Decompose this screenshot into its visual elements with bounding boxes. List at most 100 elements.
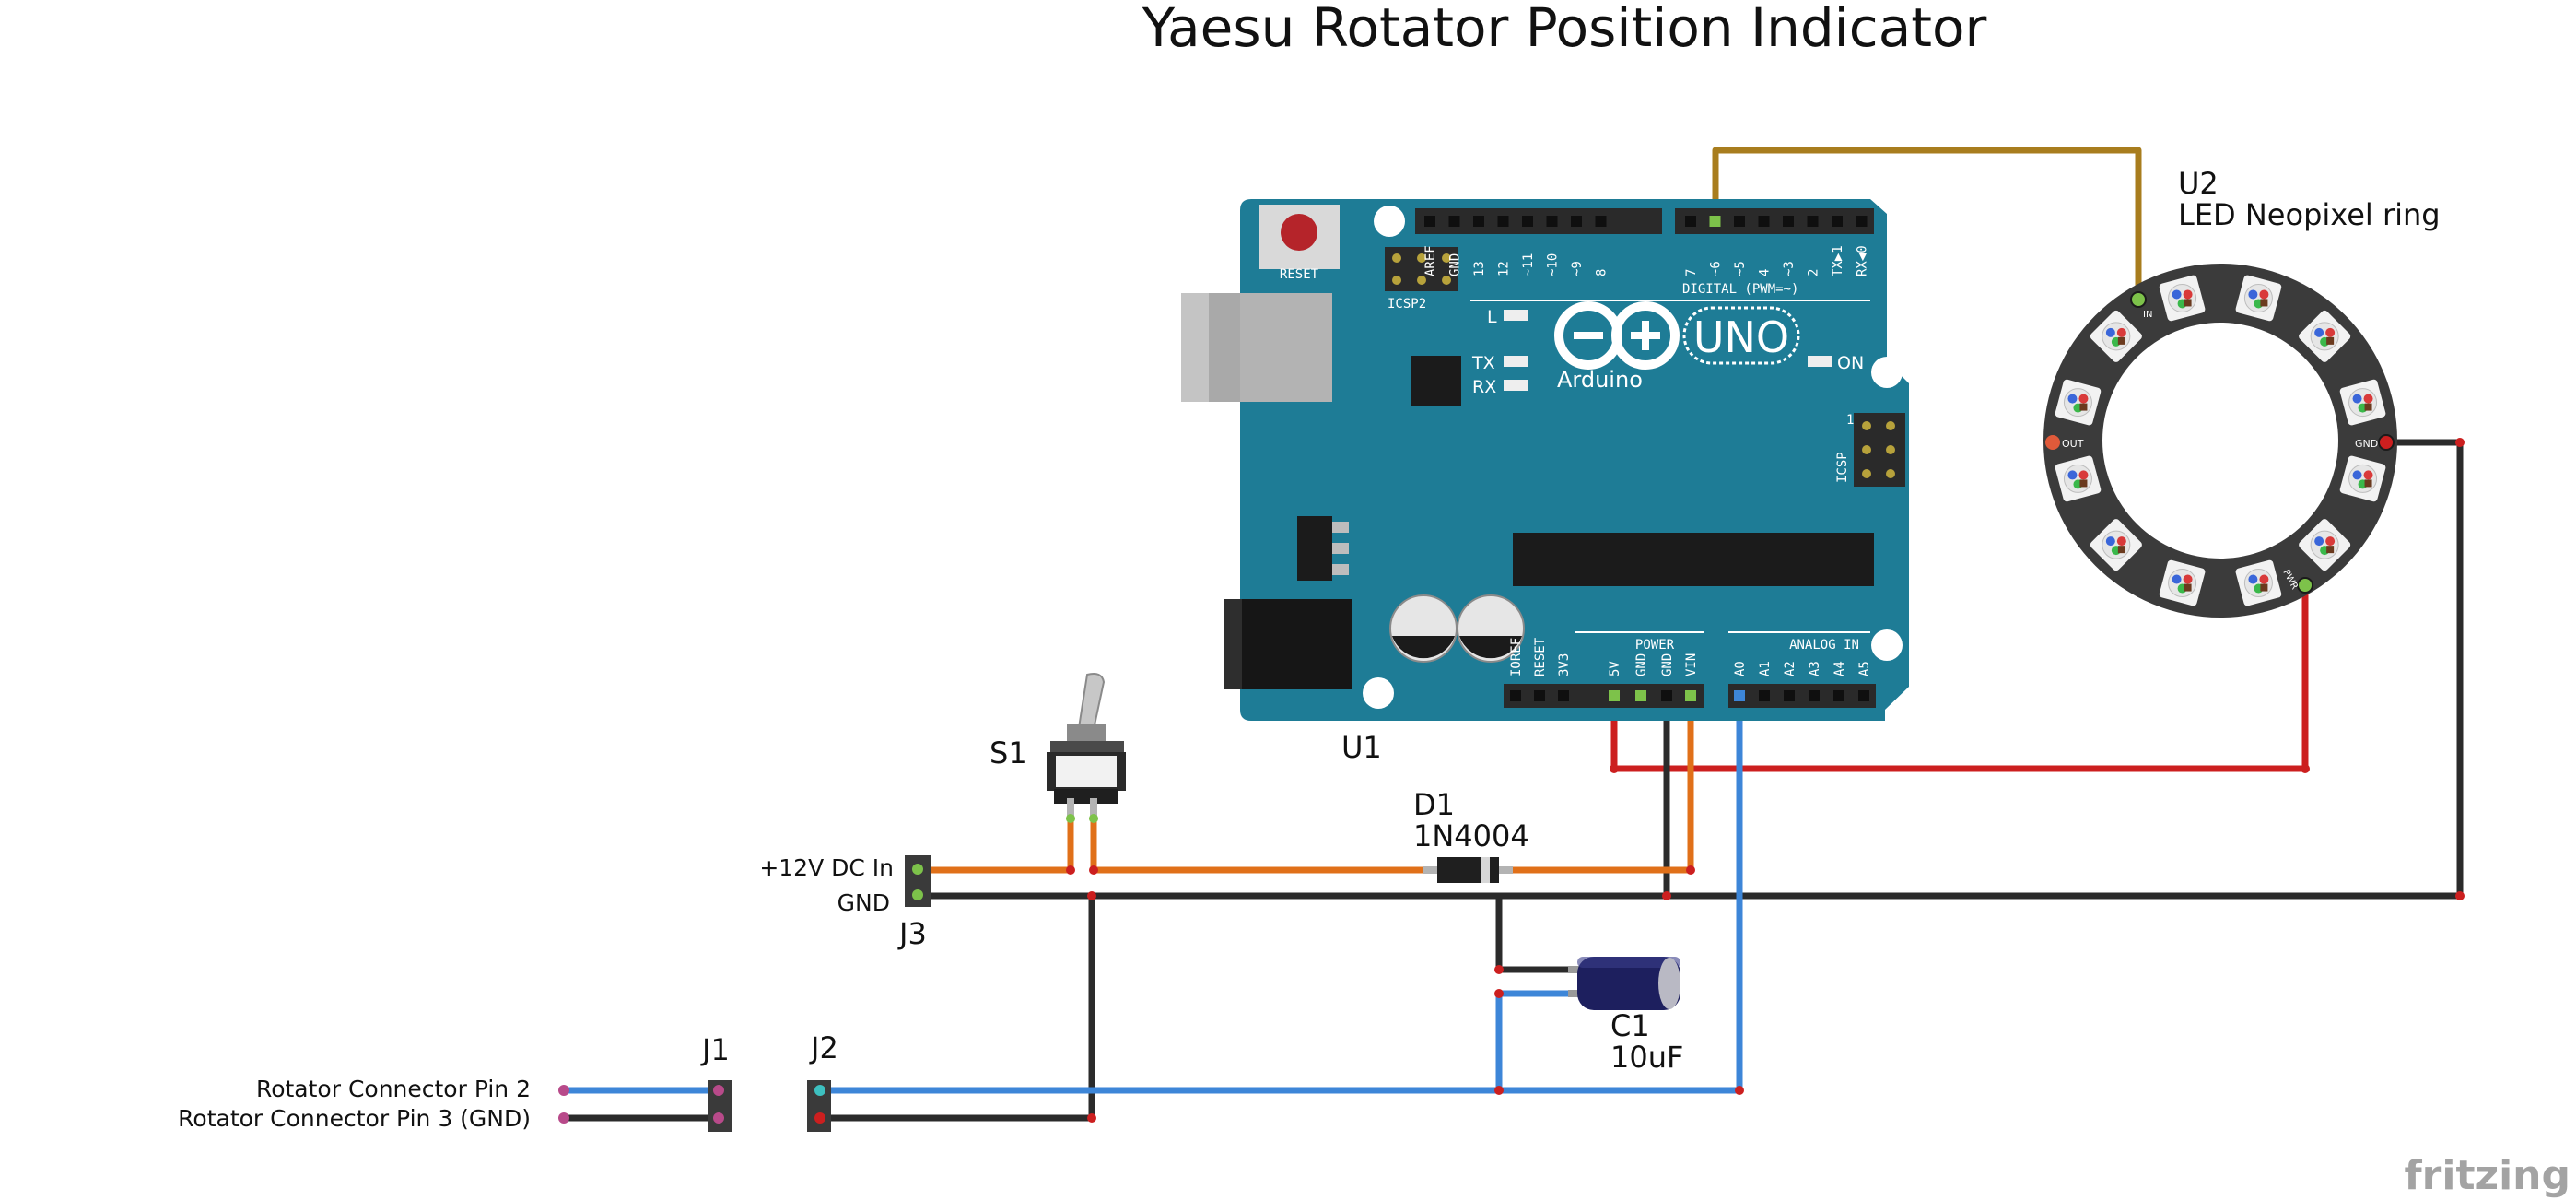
header-pin bbox=[1833, 690, 1844, 701]
header-pin bbox=[1734, 690, 1745, 701]
header-pin bbox=[1609, 690, 1620, 701]
header-pin bbox=[1558, 690, 1569, 701]
c1-ref: C1 bbox=[1610, 1008, 1650, 1043]
analog-pin-label: A2 bbox=[1783, 661, 1797, 676]
top-pin-label: 2 bbox=[1807, 269, 1821, 276]
analog-label: ANALOG IN bbox=[1789, 638, 1859, 653]
header-pin bbox=[1758, 216, 1770, 227]
led-on-label: ON bbox=[1837, 353, 1864, 373]
header-top-right bbox=[1675, 208, 1874, 234]
onboard-capacitors bbox=[1389, 594, 1525, 663]
header-pin bbox=[1635, 690, 1646, 701]
header-power bbox=[1504, 684, 1704, 708]
top-pin-label: AREF bbox=[1423, 245, 1438, 276]
top-pin-label: RX◀0 bbox=[1856, 245, 1870, 276]
analog-pin-label: A3 bbox=[1808, 661, 1822, 676]
ring-pin-gnd bbox=[2378, 434, 2395, 451]
header-analog bbox=[1728, 684, 1876, 708]
led-l bbox=[1504, 310, 1528, 321]
top-pin-label: ~6 bbox=[1709, 261, 1724, 276]
mounting-hole bbox=[1363, 677, 1394, 709]
led-rx bbox=[1504, 380, 1528, 391]
header-pin bbox=[1571, 216, 1582, 227]
wire-switch-to-diode bbox=[1090, 816, 1423, 874]
top-pin-label: 13 bbox=[1472, 261, 1487, 276]
power-pin-label: GND bbox=[1634, 653, 1649, 676]
top-pin-label: ~10 bbox=[1546, 253, 1561, 276]
header-pin bbox=[1709, 216, 1721, 227]
wire-cap-gnd bbox=[1495, 896, 1571, 973]
wire-ring-gnd bbox=[2386, 439, 2464, 896]
power-pin-label: 3V3 bbox=[1557, 653, 1572, 676]
capacitor-c1 bbox=[1568, 957, 1680, 1010]
header-pin bbox=[1522, 216, 1533, 227]
header-pin bbox=[1546, 216, 1558, 227]
power-pin-label: VIN bbox=[1684, 653, 1699, 676]
icsp-header bbox=[1854, 413, 1905, 487]
top-pin-label: TX▶1 bbox=[1831, 245, 1845, 276]
atmega-chip bbox=[1513, 533, 1874, 586]
led-tx-label: TX bbox=[1471, 353, 1495, 373]
header-pin bbox=[1784, 690, 1795, 701]
top-pin-label: 7 bbox=[1684, 269, 1699, 276]
header-pin bbox=[1510, 690, 1521, 701]
j3-pin2-label: GND bbox=[837, 889, 890, 916]
top-pin-label: 4 bbox=[1758, 269, 1773, 276]
power-label: POWER bbox=[1635, 638, 1675, 653]
u1-ref: U1 bbox=[1341, 730, 1382, 765]
d1-value: 1N4004 bbox=[1413, 818, 1529, 853]
top-pin-label: 12 bbox=[1497, 261, 1512, 276]
neopixel-led bbox=[2159, 275, 2206, 322]
wire-12v-to-switch bbox=[918, 816, 1074, 874]
j3-pin1-label: +12V DC In bbox=[759, 854, 894, 881]
logo-arduino: Arduino bbox=[1557, 367, 1643, 393]
neopixel-led bbox=[2055, 455, 2102, 502]
usb-chip bbox=[1411, 356, 1461, 406]
icsp2-header bbox=[1385, 247, 1458, 291]
s1-ref: S1 bbox=[989, 735, 1027, 771]
icsp2-label: ICSP2 bbox=[1388, 297, 1426, 312]
header-pin bbox=[1759, 690, 1770, 701]
mounting-hole bbox=[1871, 629, 1903, 661]
c1-value: 10uF bbox=[1610, 1040, 1683, 1075]
digital-label: DIGITAL (PWM=~) bbox=[1682, 282, 1798, 297]
wire-gnd-to-j2 bbox=[820, 896, 1095, 1122]
arduino-board bbox=[1240, 199, 1909, 721]
header-pin bbox=[1734, 216, 1745, 227]
ring-out-label: OUT bbox=[2062, 438, 2084, 450]
diode-d1 bbox=[1423, 857, 1513, 883]
top-pin-label: 8 bbox=[1595, 269, 1610, 276]
neopixel-led bbox=[2339, 379, 2386, 426]
arduino-logo: UNO Arduino bbox=[1554, 301, 1800, 393]
top-pin-label: ~3 bbox=[1782, 261, 1797, 276]
power-pin-label: IOREF bbox=[1509, 638, 1524, 676]
neopixel-led bbox=[2339, 455, 2386, 502]
mounting-hole bbox=[1871, 357, 1903, 388]
analog-pin-label: A4 bbox=[1832, 661, 1847, 676]
header-pin bbox=[1534, 690, 1545, 701]
analog-pin-label: A1 bbox=[1758, 661, 1773, 676]
u2-name: LED Neopixel ring bbox=[2178, 197, 2441, 232]
top-pin-label: GND bbox=[1448, 253, 1463, 276]
u2-ref: U2 bbox=[2178, 166, 2219, 201]
top-pin-label: ~11 bbox=[1521, 253, 1536, 276]
header-pin bbox=[1473, 216, 1484, 227]
header-pin bbox=[1807, 216, 1819, 227]
j1-pin2-label: Rotator Connector Pin 3 (GND) bbox=[178, 1105, 531, 1132]
neopixel-led bbox=[2235, 275, 2282, 322]
header-pin bbox=[1858, 690, 1869, 701]
ring-gnd-label: GND bbox=[2355, 438, 2378, 450]
toggle-switch-s1 bbox=[1047, 673, 1126, 823]
power-pin-label: RESET bbox=[1533, 637, 1548, 676]
dc-power-jack bbox=[1224, 599, 1352, 689]
wire-joints bbox=[558, 438, 2465, 1124]
d1-ref: D1 bbox=[1413, 787, 1455, 822]
neopixel-led bbox=[2235, 559, 2282, 606]
power-pin-label: GND bbox=[1660, 653, 1675, 676]
header-pin bbox=[1685, 690, 1696, 701]
ring-in-label: IN bbox=[2143, 310, 2152, 320]
voltage-regulator bbox=[1297, 516, 1349, 581]
neopixel-led bbox=[2055, 379, 2102, 426]
j2-ref: J2 bbox=[809, 1030, 838, 1065]
header-pin bbox=[1809, 690, 1820, 701]
